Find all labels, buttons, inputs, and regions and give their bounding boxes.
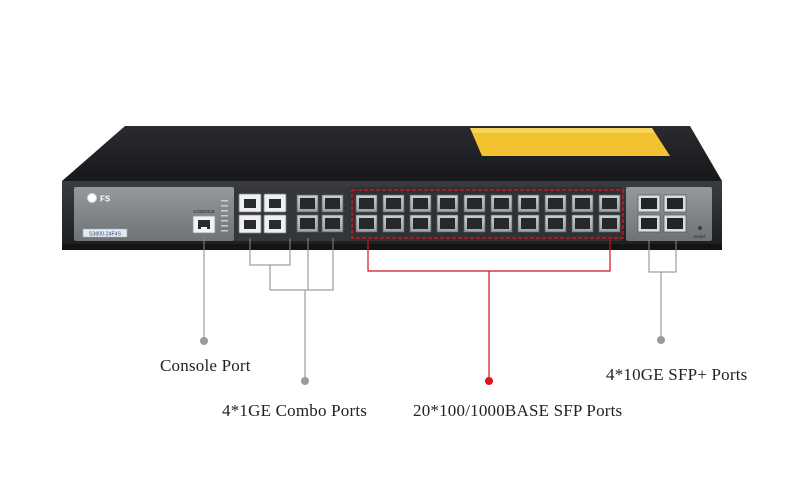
sfp-plus-ports	[637, 194, 687, 233]
sfp-plus-ports-label: 4*10GE SFP+ Ports	[606, 365, 748, 384]
sfp-port-array	[355, 194, 621, 233]
sfp-ports-label: 20*100/1000BASE SFP Ports	[413, 401, 623, 420]
sfp-plus-marker-dot	[657, 336, 665, 344]
brand-logo-text: FS	[100, 195, 111, 204]
reset-button-icon	[698, 226, 702, 230]
combo-marker-dot	[301, 377, 309, 385]
combo-ports-label: 4*1GE Combo Ports	[222, 401, 368, 420]
status-leds	[221, 200, 228, 232]
combo-sfp-ports	[296, 194, 344, 233]
reset-label: RESET	[694, 235, 707, 239]
warning-sticker	[470, 128, 670, 156]
sfp-marker-dot	[485, 377, 493, 385]
console-port-label: Console Port	[160, 356, 251, 375]
rj45-combo-ports	[238, 193, 287, 234]
leader-sfp-plus	[648, 240, 677, 337]
fs-logo-icon	[87, 193, 97, 203]
console-marker-dot	[200, 337, 208, 345]
model-label: S3800-24F4S	[89, 231, 122, 237]
console-label: CONSOLE	[193, 209, 215, 214]
leader-combo	[249, 238, 334, 378]
leader-sfp	[367, 240, 611, 378]
sfp-highlight-box	[351, 189, 624, 239]
